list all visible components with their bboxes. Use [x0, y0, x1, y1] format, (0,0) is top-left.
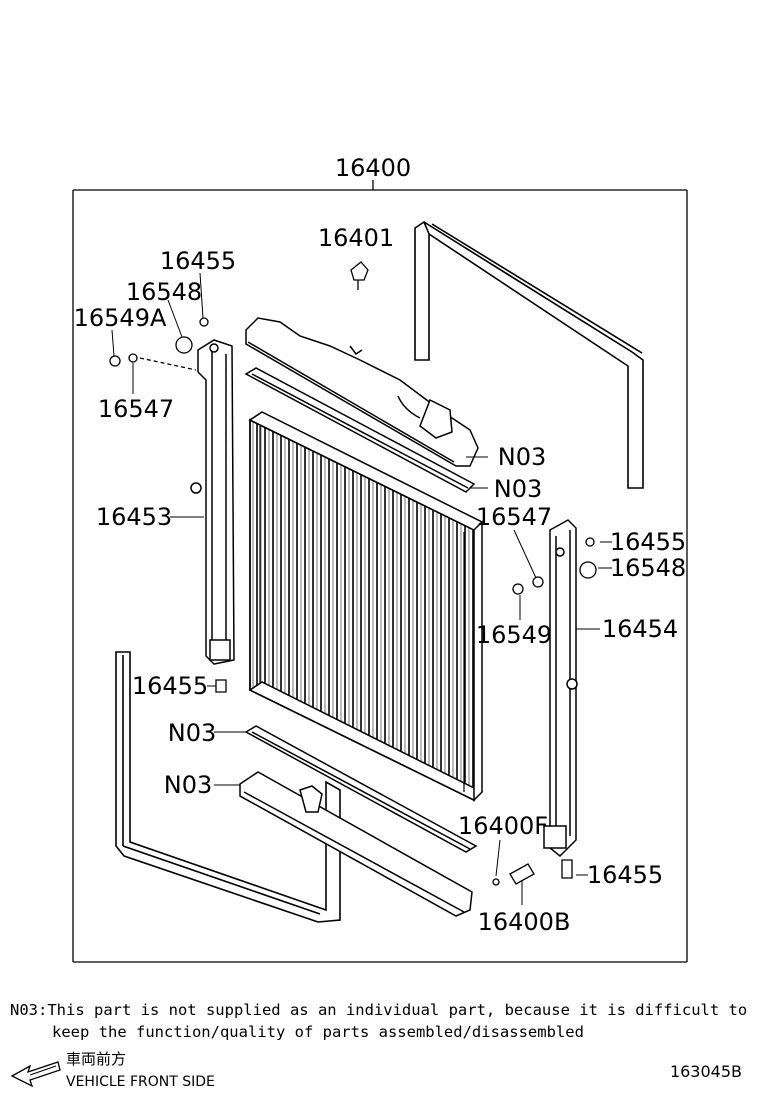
footnote-line-2: keep the function/quality of parts assem…	[52, 1023, 584, 1041]
bolt-16455-right-top	[585, 537, 595, 547]
label-16455-right-bottom: 16455	[587, 861, 663, 889]
label-n03-upper-gasket: N03	[494, 475, 543, 503]
bolt-16549	[512, 583, 524, 595]
right-support	[543, 519, 578, 858]
radiator-core	[248, 411, 484, 802]
bolt-16455-top-left	[199, 317, 209, 327]
vehicle-front-arrow-icon	[10, 1061, 61, 1088]
label-16547-left: 16547	[98, 395, 174, 423]
cushion-16548-right	[579, 561, 597, 579]
assembly-box	[72, 180, 688, 963]
lower-gasket	[244, 725, 478, 853]
bolt-16455-right-bottom	[561, 859, 573, 879]
label-16401: 16401	[318, 224, 394, 252]
lower-seal	[115, 651, 341, 923]
label-16549A: 16549A	[74, 304, 167, 332]
label-16400F: 16400F	[458, 812, 548, 840]
label-n03-lower-tank: N03	[164, 771, 213, 799]
bolt-16455-left-bottom	[215, 679, 227, 693]
part-labels: 16400 16401 16455 16548 16549A 16547 164…	[74, 154, 687, 936]
label-16455-top-left: 16455	[160, 247, 236, 275]
leader-lines	[111, 272, 612, 905]
drain-16400B	[509, 863, 535, 885]
oring-16400F	[492, 878, 500, 886]
label-16548-left: 16548	[126, 278, 202, 306]
upper-tank	[245, 317, 479, 467]
footnote-line-1: N03:This part is not supplied as an indi…	[10, 1001, 748, 1019]
front-label-japanese: 車両前方	[66, 1050, 127, 1068]
n03-footnote: N03:This part is not supplied as an indi…	[10, 999, 750, 1043]
label-16454: 16454	[602, 615, 678, 643]
label-16548-right: 16548	[610, 554, 686, 582]
washer-16547-left	[128, 353, 138, 363]
label-16455-right-top: 16455	[610, 528, 686, 556]
upper-gasket	[244, 367, 476, 493]
label-16400: 16400	[335, 154, 411, 182]
bolt-16549A	[109, 355, 121, 367]
lower-tank	[239, 771, 473, 917]
label-n03-lower-gasket: N03	[168, 719, 217, 747]
label-16547-right: 16547	[476, 503, 552, 531]
diagram-id: 163045B	[669, 1062, 742, 1081]
front-label-english: VEHICLE FRONT SIDE	[66, 1074, 215, 1090]
cap-16401	[350, 261, 369, 281]
upper-seal	[414, 220, 644, 489]
cushion-16548-left	[175, 336, 193, 354]
label-16400B: 16400B	[478, 908, 571, 936]
label-n03-upper-tank: N03	[498, 443, 547, 471]
left-support	[190, 339, 235, 665]
washer-16547-right	[532, 576, 544, 588]
label-16549: 16549	[476, 621, 552, 649]
label-16455-left-bottom: 16455	[132, 672, 208, 700]
label-16453: 16453	[96, 503, 172, 531]
fasteners	[109, 261, 597, 886]
